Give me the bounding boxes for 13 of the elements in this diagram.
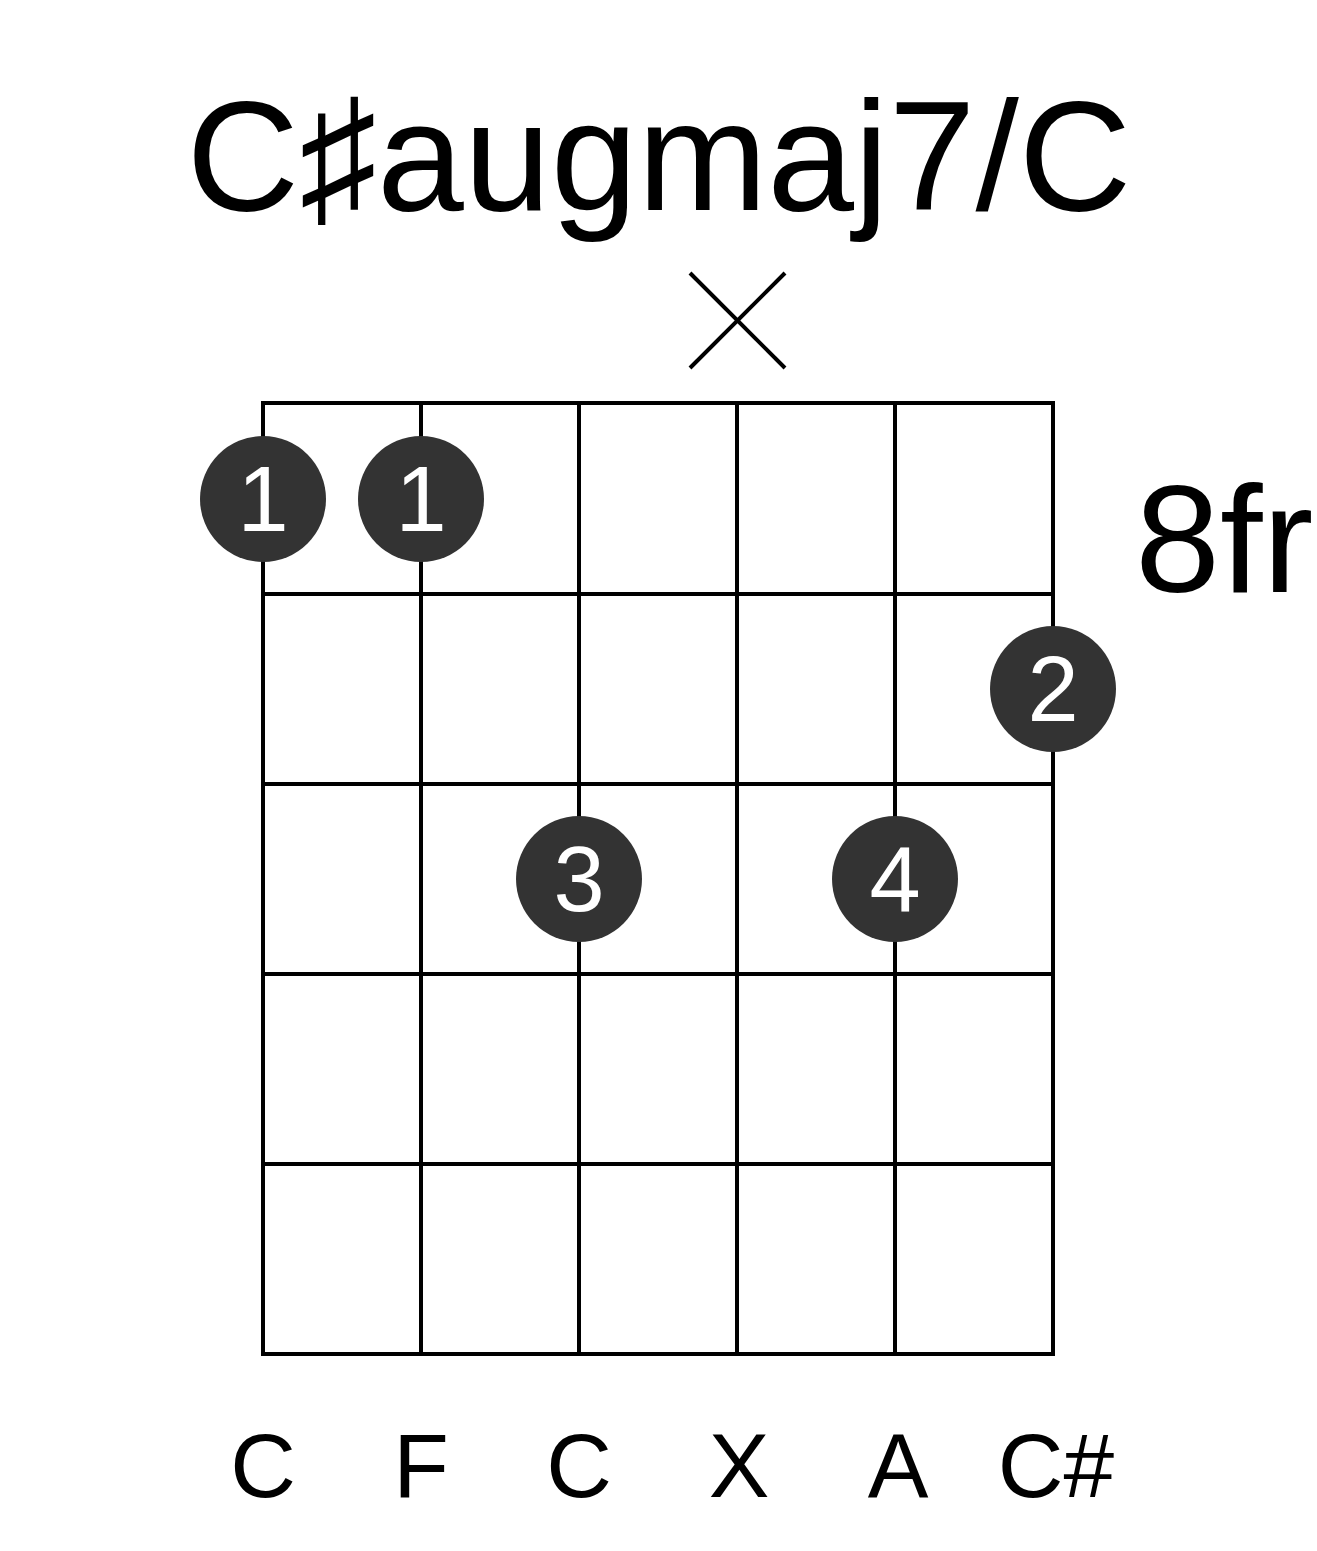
string-note: C [230, 1420, 296, 1511]
string-note: A [867, 1420, 929, 1511]
chord-title: C♯augmaj7/C [186, 68, 1132, 245]
string-note: X [708, 1420, 770, 1511]
string-note: C [546, 1420, 612, 1511]
finger-dot: 2 [990, 626, 1116, 752]
finger-dot: 3 [516, 816, 642, 942]
finger-dot: 4 [832, 816, 958, 942]
string-note: C# [997, 1420, 1115, 1511]
finger-dot: 1 [200, 435, 326, 562]
fret-number: 8fr [1135, 462, 1314, 615]
string-note: F [393, 1420, 449, 1511]
finger-dot: 1 [358, 435, 484, 562]
